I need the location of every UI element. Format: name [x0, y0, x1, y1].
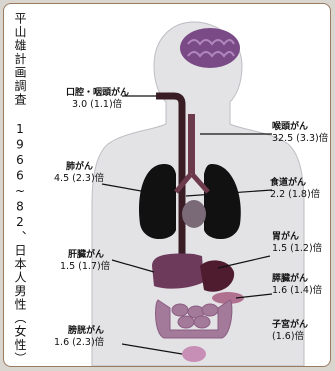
label-name: 口腔・咽頭がん: [66, 88, 129, 98]
label-value: 32.5 (3.3)倍: [272, 133, 328, 144]
label-oral-pharynx-cancer: 口腔・咽頭がん 3.0 (1.1)倍: [66, 88, 129, 110]
label-value: 2.2 (1.8)倍: [270, 189, 320, 200]
heart: [182, 200, 206, 228]
label-lung-cancer: 肺がん 4.5 (2.3)倍: [54, 162, 104, 184]
label-name: 膀胱がん: [54, 326, 104, 336]
trachea: [188, 114, 195, 174]
label-stomach-cancer: 胃がん 1.5 (1.2)倍: [272, 232, 322, 254]
label-value: 4.5 (2.3)倍: [54, 173, 104, 184]
label-name: 喉頭がん: [272, 122, 308, 132]
label-name: 子宮がん: [272, 320, 308, 330]
label-name: 胃がん: [272, 232, 299, 242]
diagram-panel: 平山雄計画調査 1966~82、日本人男性（女性）: [3, 3, 331, 367]
label-value: (1.6)倍: [272, 331, 308, 342]
label-name: 食道がん: [270, 178, 306, 188]
label-value: 1.6 (1.4)倍: [272, 285, 322, 296]
label-value: 1.5 (1.7)倍: [60, 261, 110, 272]
label-name: 肺がん: [54, 162, 93, 172]
bladder: [182, 346, 206, 362]
brain: [180, 28, 240, 68]
label-pancreas-cancer: 膵臓がん 1.6 (1.4)倍: [272, 274, 322, 296]
label-liver-cancer: 肝臓がん 1.5 (1.7)倍: [60, 250, 110, 272]
label-larynx-cancer: 喉頭がん 32.5 (3.3)倍: [272, 122, 328, 144]
liver: [152, 254, 204, 289]
label-esophagus-cancer: 食道がん 2.2 (1.8)倍: [270, 178, 320, 200]
label-value: 1.5 (1.2)倍: [272, 243, 322, 254]
label-value: 1.6 (2.3)倍: [54, 337, 104, 348]
label-value: 3.0 (1.1)倍: [66, 99, 129, 110]
label-uterus-cancer: 子宮がん (1.6)倍: [272, 320, 308, 342]
label-name: 肝臓がん: [60, 250, 104, 260]
label-name: 膵臓がん: [272, 274, 308, 284]
label-bladder-cancer: 膀胱がん 1.6 (2.3)倍: [54, 326, 104, 348]
